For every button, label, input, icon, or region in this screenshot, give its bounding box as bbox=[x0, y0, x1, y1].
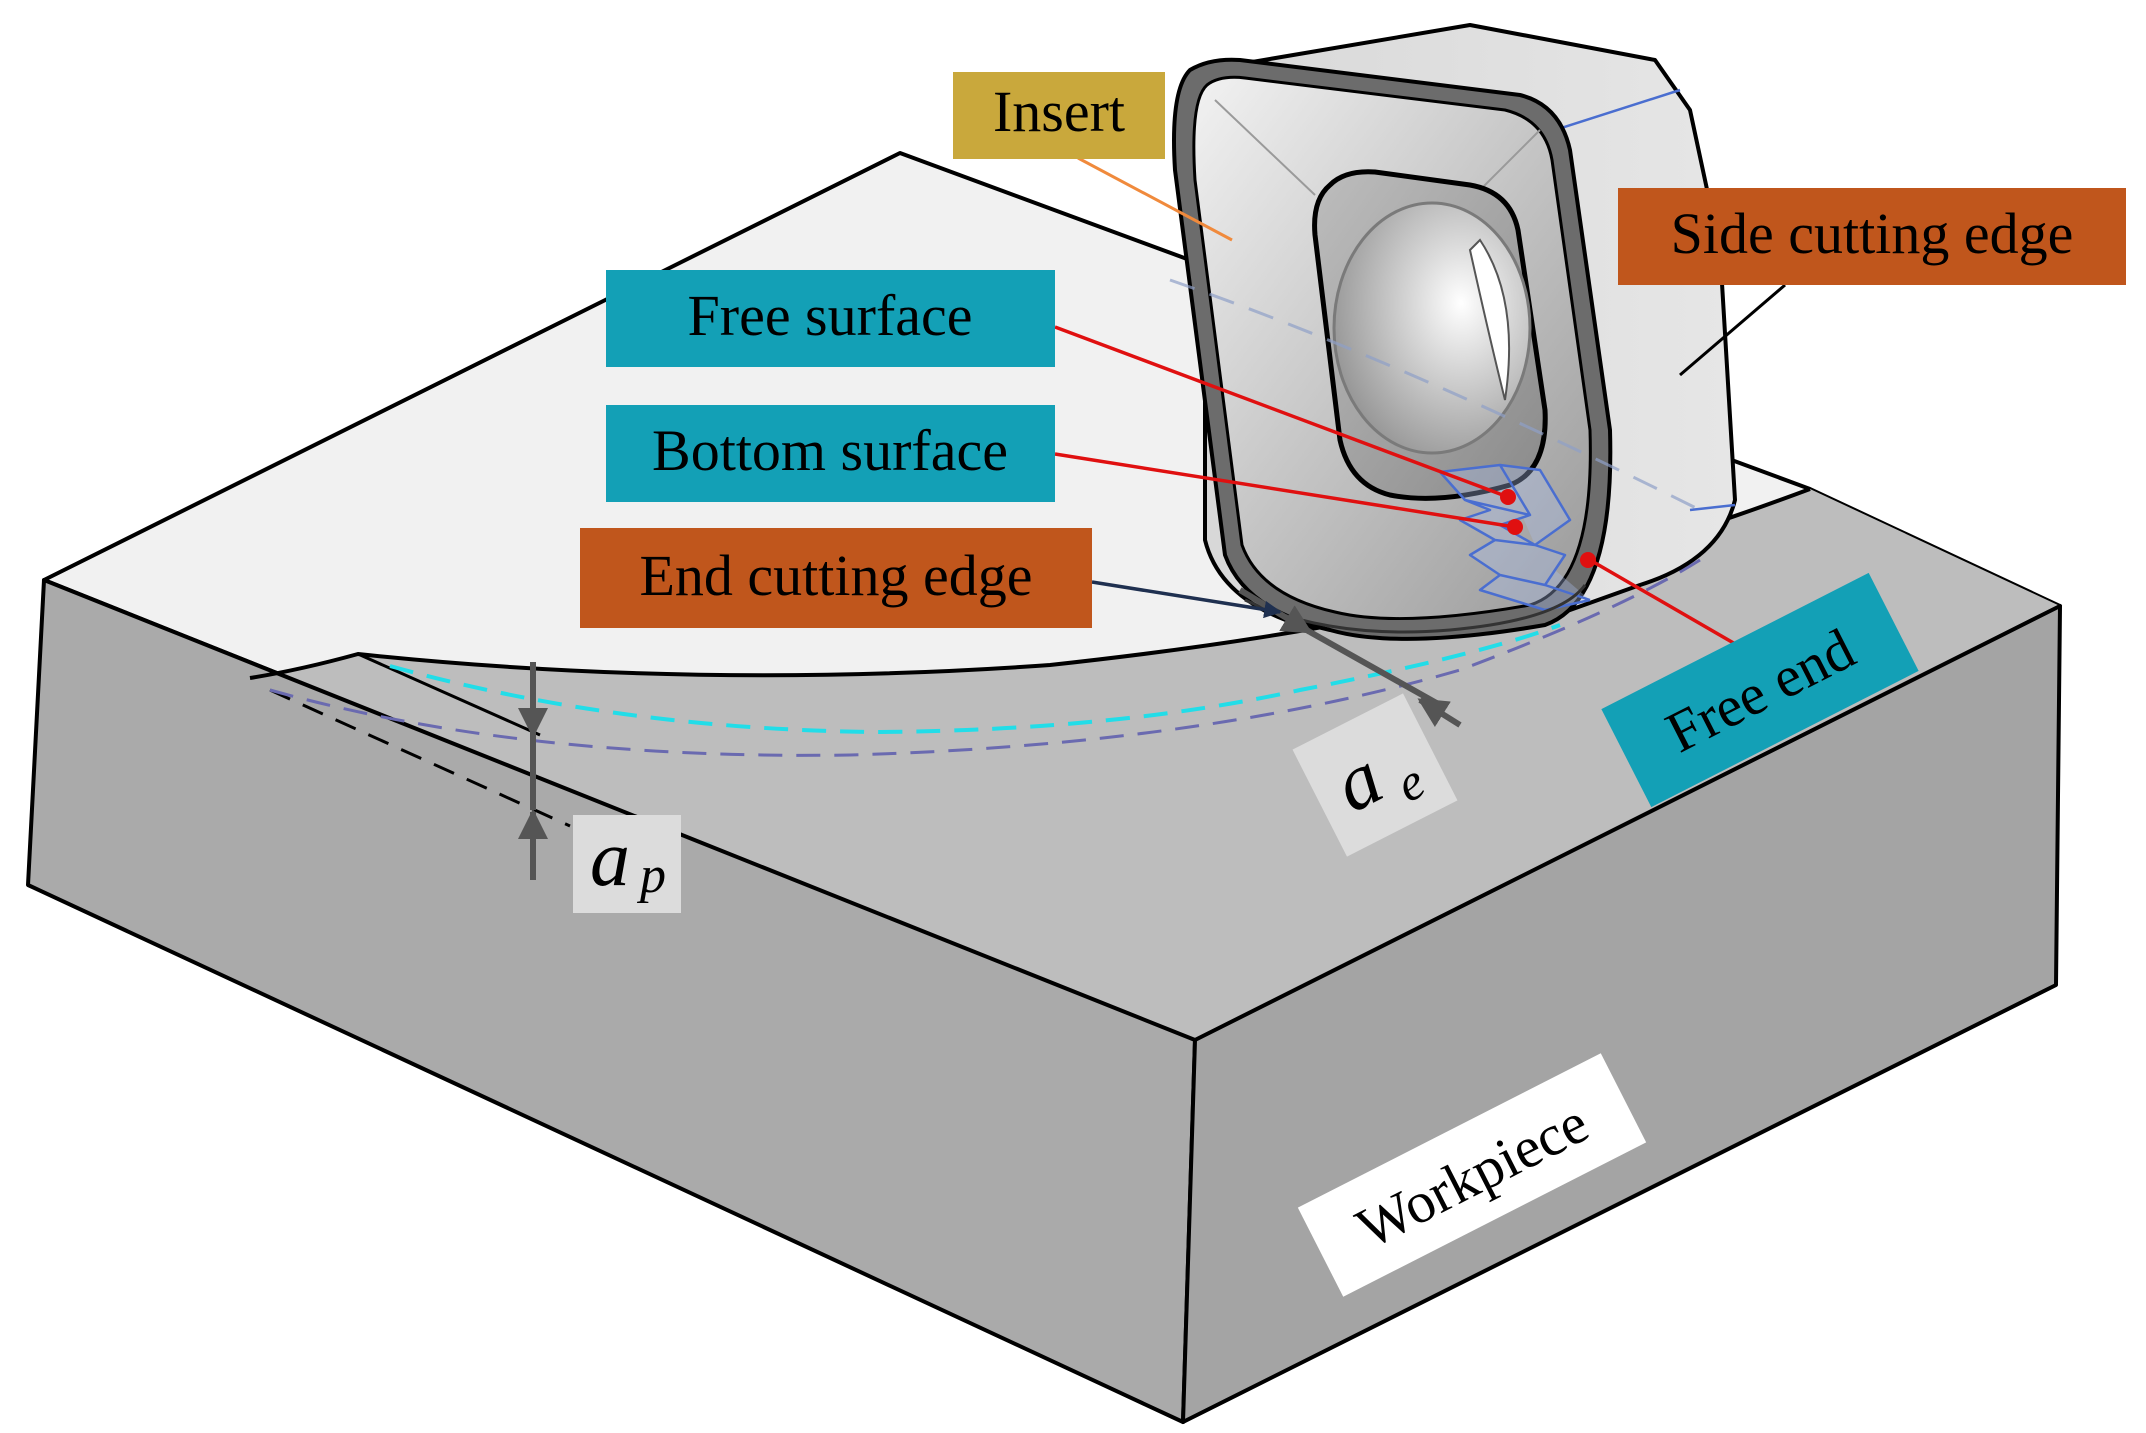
side-cutting-edge-leader-line bbox=[1679, 283, 1786, 377]
insert-label-box bbox=[953, 72, 1165, 159]
ap-label: a p bbox=[573, 815, 681, 913]
ap-subscript: p bbox=[636, 847, 666, 904]
side-cutting-edge-label-box bbox=[1618, 188, 2126, 285]
notch-edge bbox=[357, 652, 541, 737]
free-end-label-box bbox=[1601, 572, 1919, 808]
workpiece-label-box bbox=[1297, 1053, 1647, 1297]
face-bevel-line bbox=[1214, 99, 1316, 196]
hidden-edge-dashed bbox=[1169, 278, 1701, 512]
side-cutting-edge-label: Side cutting edge bbox=[1618, 188, 2126, 285]
end-cutting-edge-label-box bbox=[580, 528, 1092, 628]
end-cutting-edge-label-text: End cutting edge bbox=[639, 543, 1032, 608]
ap-label-box bbox=[573, 815, 681, 913]
cyan-dashed-path bbox=[389, 623, 1561, 735]
free-surface-label: Free surface bbox=[606, 270, 1055, 367]
ap-symbol: a bbox=[590, 815, 630, 903]
side-cutting-edge-label-text: Side cutting edge bbox=[1671, 201, 2074, 266]
insert-label: Insert bbox=[953, 72, 1165, 159]
ae-arrow-lower bbox=[1417, 697, 1462, 728]
bottom-surface-label-text: Bottom surface bbox=[652, 418, 1008, 483]
ae-label-box bbox=[1292, 693, 1458, 857]
purple-dashed-path bbox=[269, 558, 1701, 757]
end-cutting-edge-label: End cutting edge bbox=[580, 528, 1092, 628]
insert-body bbox=[1169, 23, 1737, 641]
free-surface-label-text: Free surface bbox=[688, 283, 973, 348]
bottom-surface-dot bbox=[1507, 519, 1523, 535]
insert-label-text: Insert bbox=[993, 79, 1125, 144]
side-facet-line bbox=[1689, 503, 1736, 512]
bottom-surface-label: Bottom surface bbox=[606, 405, 1055, 502]
free-end-leader-line bbox=[1589, 558, 1738, 647]
ae-label: a e bbox=[1292, 693, 1458, 857]
free-surface-dot bbox=[1500, 489, 1516, 505]
end-cutting-edge-leader-line bbox=[1091, 580, 1282, 619]
depth-dashed-line bbox=[269, 688, 571, 828]
ae-dimension-line bbox=[1308, 629, 1442, 708]
insert-leader-line bbox=[1077, 156, 1233, 242]
free-surface-label-box bbox=[606, 270, 1055, 367]
bottom-surface-leader-line bbox=[1054, 452, 1516, 529]
hole-highlight bbox=[1468, 238, 1511, 401]
bottom-surface-label-box bbox=[606, 405, 1055, 502]
free-end-dot bbox=[1580, 552, 1596, 568]
side-facet-line bbox=[1554, 88, 1681, 132]
free-surface-leader-line bbox=[1054, 325, 1509, 499]
